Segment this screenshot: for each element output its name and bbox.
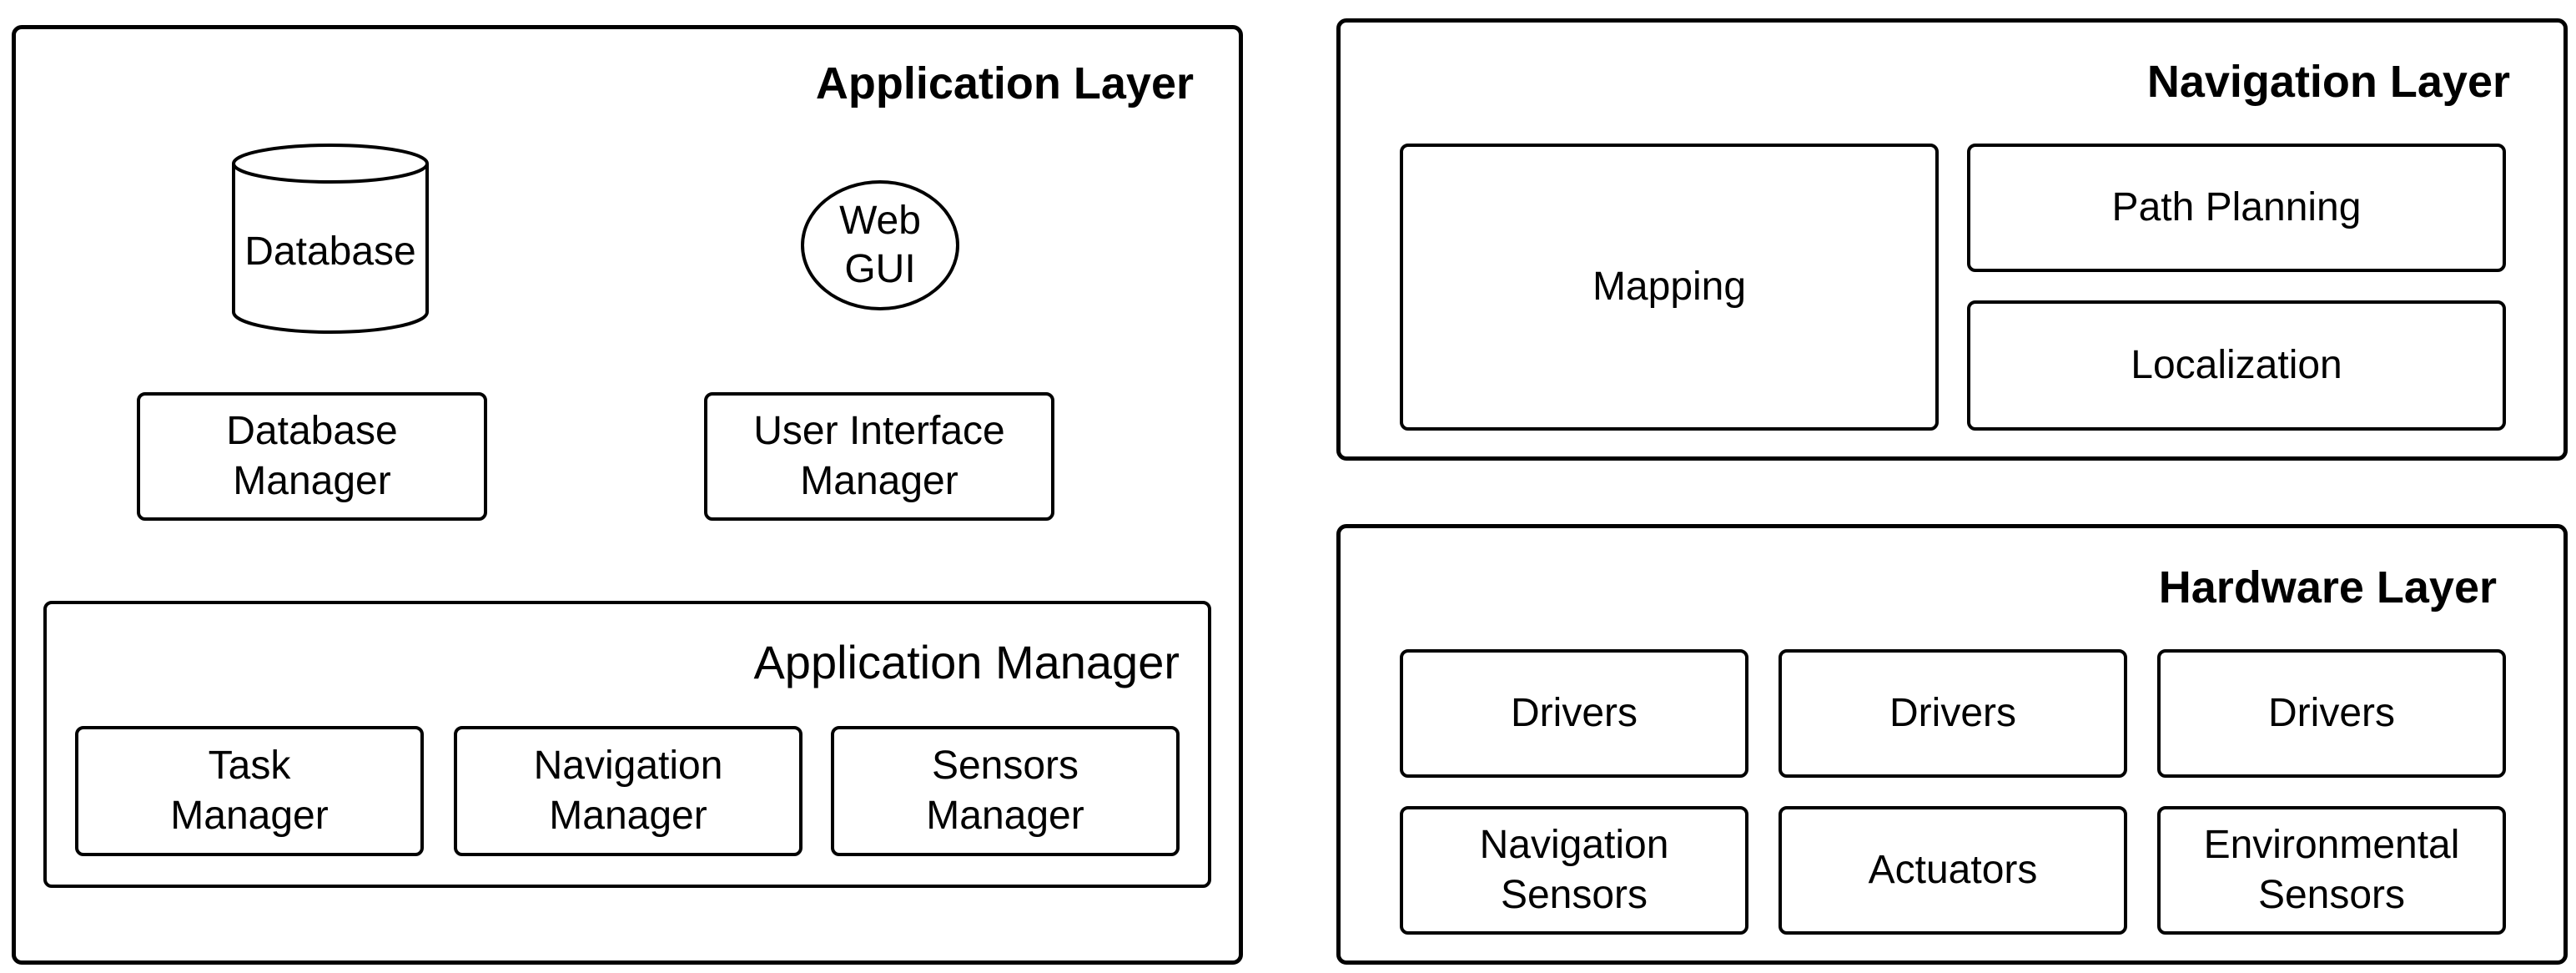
application-manager-title: Application Manager (753, 636, 1180, 688)
actuators-label: Actuators (1868, 848, 2038, 892)
user-interface-manager: User Interface Manager (704, 392, 1054, 521)
localization-block: Localization (1967, 300, 2506, 431)
user-interface-manager-label: User Interface Manager (753, 409, 1005, 503)
web-gui: Web GUI (801, 180, 959, 310)
navigation-manager-label: Navigation Manager (533, 744, 723, 838)
application-layer-title: Application Layer (815, 58, 1194, 108)
environmental-sensors-label: Environmental Sensors (2203, 823, 2460, 917)
navigation-sensors-block: Navigation Sensors (1400, 806, 1748, 935)
mapping-block: Mapping (1400, 144, 1939, 431)
drivers-block-3: Drivers (2157, 649, 2506, 778)
drivers-label-1: Drivers (1511, 691, 1638, 735)
mapping-label: Mapping (1592, 265, 1747, 309)
database-manager-label: Database Manager (226, 409, 398, 503)
sensors-manager-label: Sensors Manager (926, 744, 1084, 838)
path-planning-label: Path Planning (2111, 185, 2362, 229)
navigation-manager: Navigation Manager (454, 726, 802, 856)
database-manager: Database Manager (137, 392, 487, 521)
database-icon (232, 144, 429, 334)
drivers-block-2: Drivers (1779, 649, 2127, 778)
drivers-block-1: Drivers (1400, 649, 1748, 778)
environmental-sensors-block: Environmental Sensors (2157, 806, 2506, 935)
task-manager: Task Manager (75, 726, 424, 856)
database-label: Database (244, 229, 416, 274)
sensors-manager: Sensors Manager (831, 726, 1180, 856)
localization-label: Localization (2131, 343, 2342, 387)
drivers-label-2: Drivers (1889, 691, 2016, 735)
navigation-sensors-label: Navigation Sensors (1479, 823, 1669, 917)
drivers-label-3: Drivers (2268, 691, 2395, 735)
actuators-block: Actuators (1779, 806, 2127, 935)
navigation-layer-title: Navigation Layer (2146, 57, 2510, 107)
task-manager-label: Task Manager (170, 744, 329, 838)
hardware-layer-title: Hardware Layer (2158, 562, 2497, 613)
path-planning-block: Path Planning (1967, 144, 2506, 272)
web-gui-label: Web GUI (839, 199, 921, 291)
